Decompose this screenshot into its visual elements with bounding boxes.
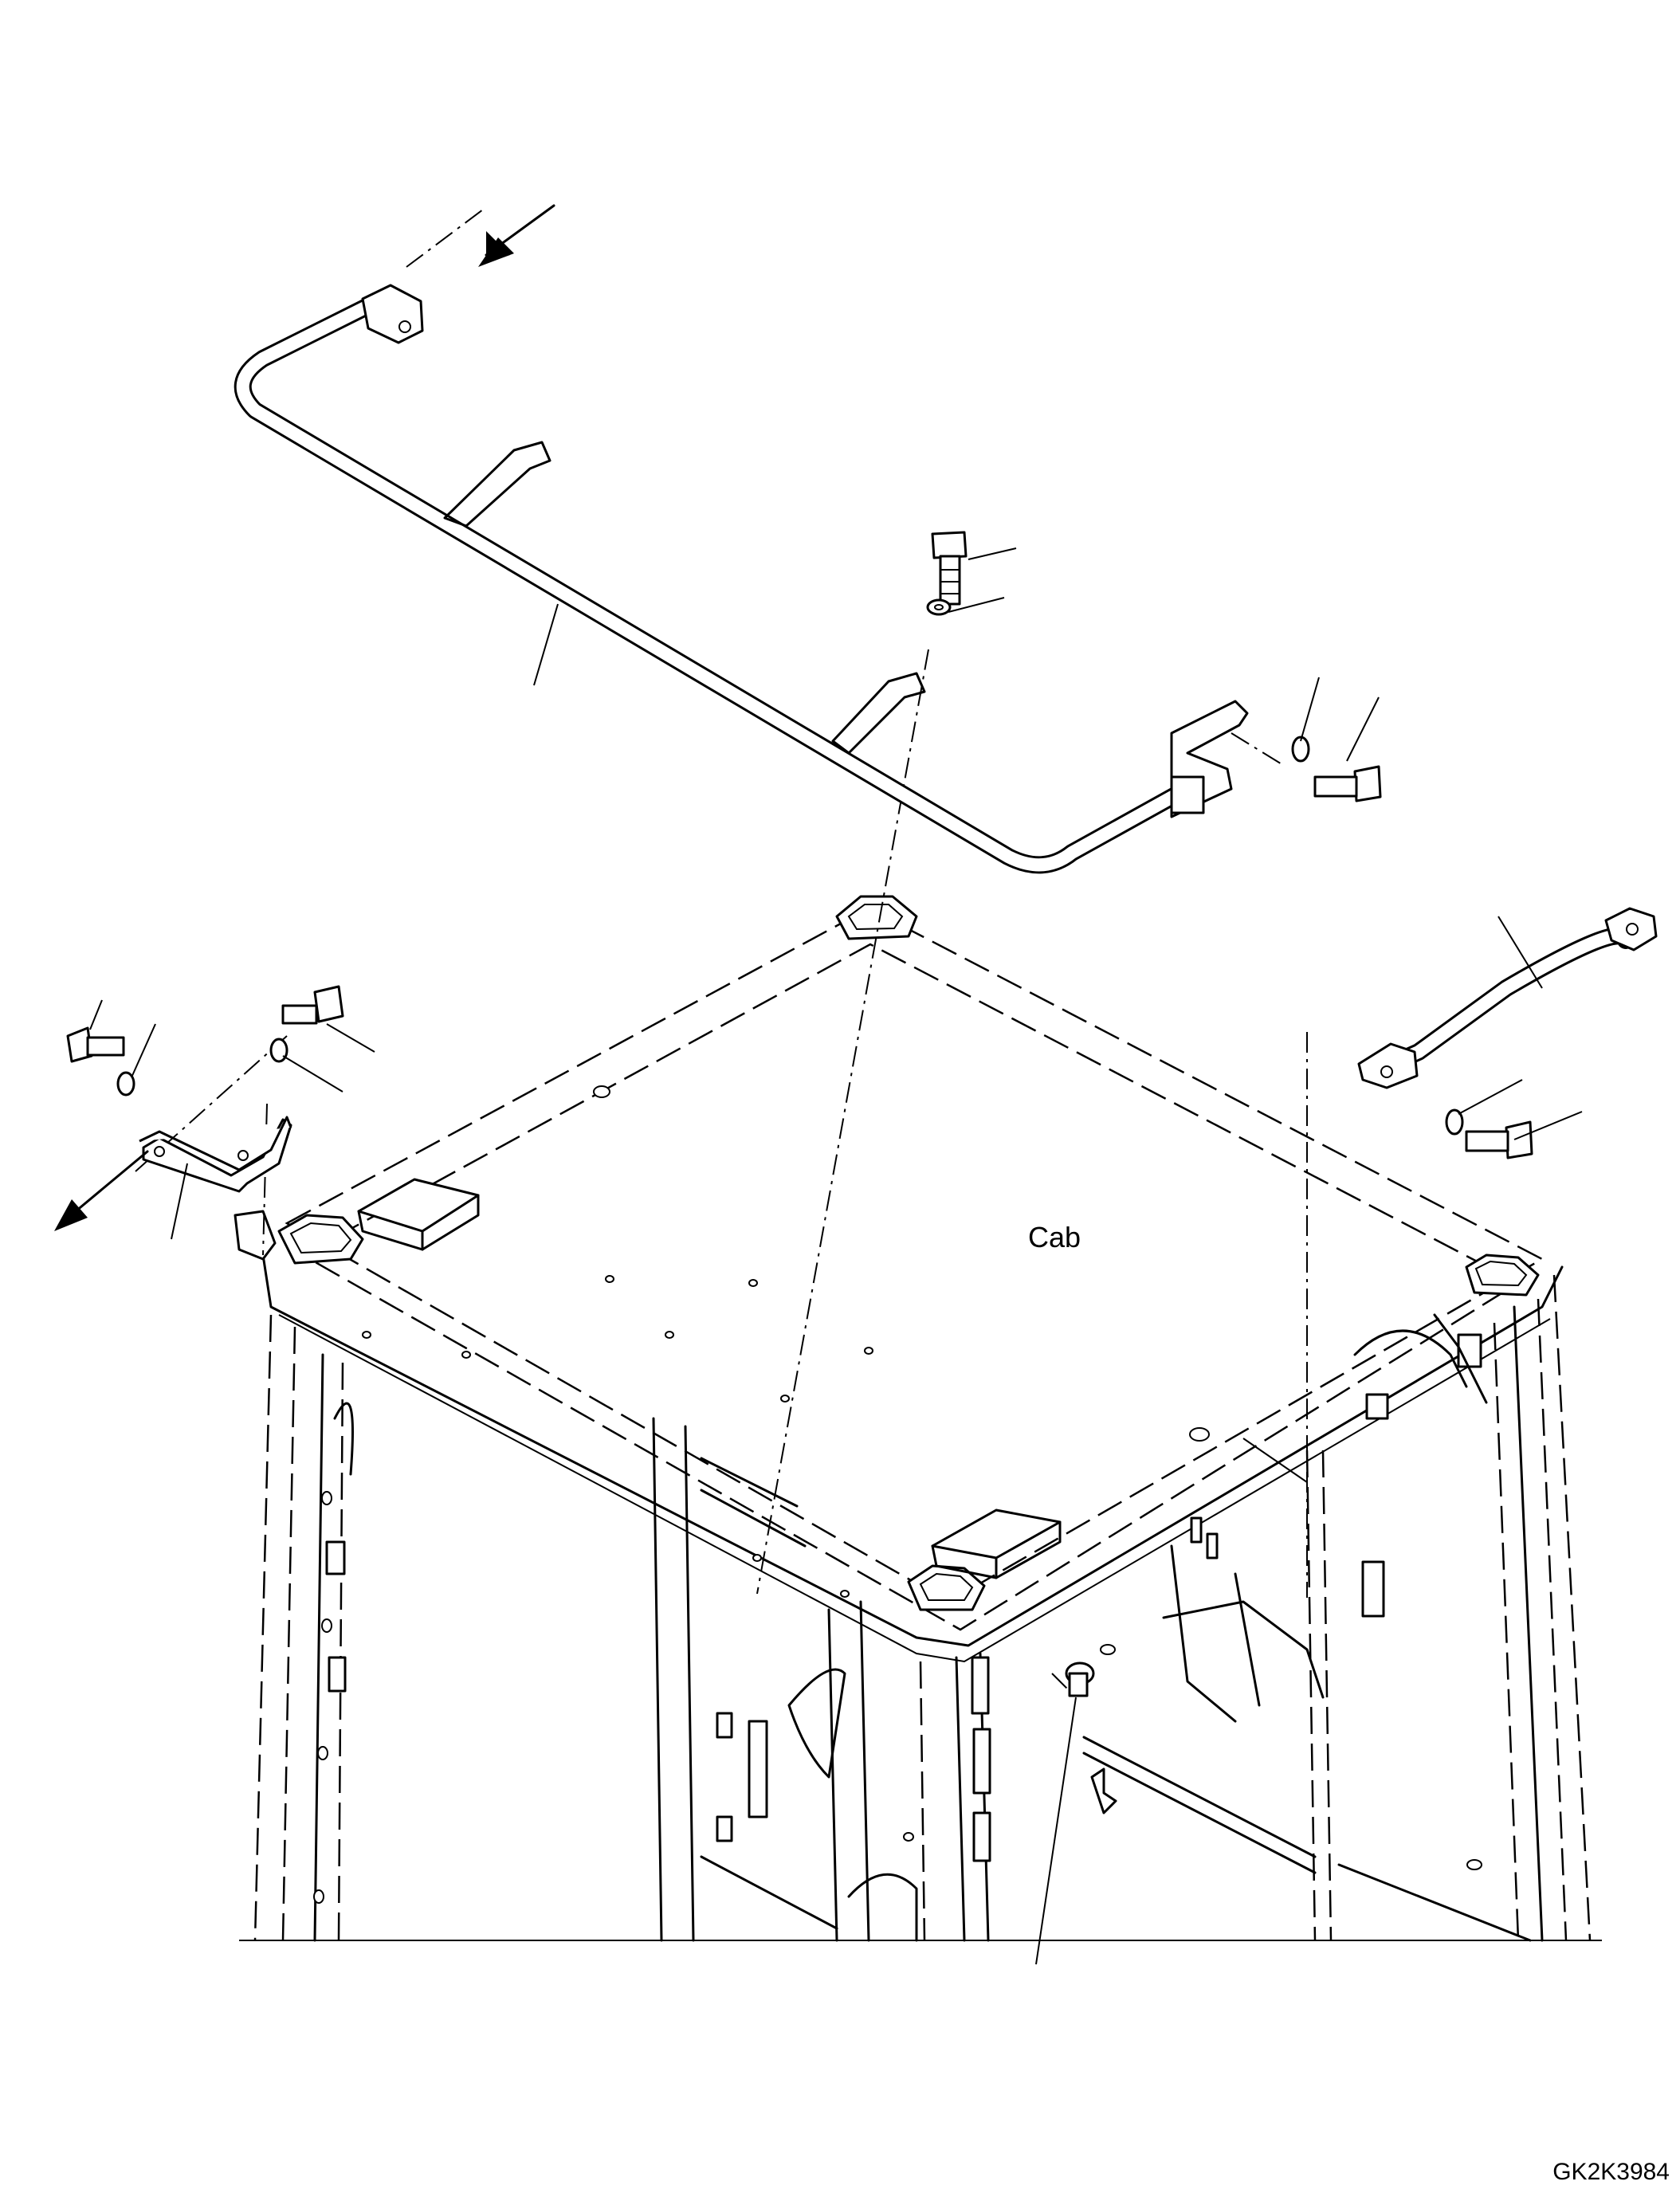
cab-inner-frame — [652, 1313, 1532, 1942]
assembly-centerlines — [135, 206, 1308, 1690]
handrail-main[interactable] — [234, 284, 1249, 874]
bolt[interactable] — [281, 985, 344, 1025]
cab-pillar-front — [919, 1652, 991, 1942]
handrail-right[interactable] — [1357, 907, 1658, 1089]
cab-label: Cab — [1028, 1221, 1081, 1253]
roof-corner-mount-right — [1465, 1253, 1540, 1297]
cab-structure — [234, 895, 1602, 1942]
leader-lines — [89, 547, 1583, 1965]
bolt[interactable] — [1465, 1120, 1533, 1159]
roof-outline — [285, 907, 1545, 1603]
roof-corner-mount-back — [835, 895, 918, 940]
washer[interactable] — [1291, 736, 1310, 763]
assembly-arrow-top — [478, 204, 555, 267]
bolt[interactable] — [931, 531, 968, 606]
roof-inner-outline — [300, 943, 1521, 1631]
washer[interactable] — [926, 598, 952, 616]
roof-front-edge — [261, 1253, 1564, 1647]
washer[interactable] — [269, 1038, 289, 1063]
roof-corner-mount-front — [907, 1564, 986, 1611]
cab-pillar-right — [1361, 1274, 1592, 1942]
pin[interactable] — [1065, 1661, 1095, 1697]
roof-lower-edge — [278, 1314, 1551, 1663]
roof-pad-left — [357, 1178, 480, 1251]
drawing-number: GK2K3984 — [1552, 2159, 1670, 2185]
washer-hole — [934, 604, 944, 610]
washer[interactable] — [1445, 1108, 1464, 1136]
bolt[interactable] — [1313, 765, 1382, 802]
bolt[interactable] — [66, 1026, 125, 1063]
cab-pillar-left — [253, 1314, 354, 1942]
roof-pad-front — [931, 1508, 1062, 1579]
washer[interactable] — [116, 1071, 135, 1097]
roof-corner-mount-left — [234, 1210, 364, 1265]
assembly-arrow-left — [54, 1150, 149, 1231]
handrail-left-bracket[interactable] — [139, 1116, 292, 1193]
roof-fasteners — [362, 1085, 1210, 1598]
